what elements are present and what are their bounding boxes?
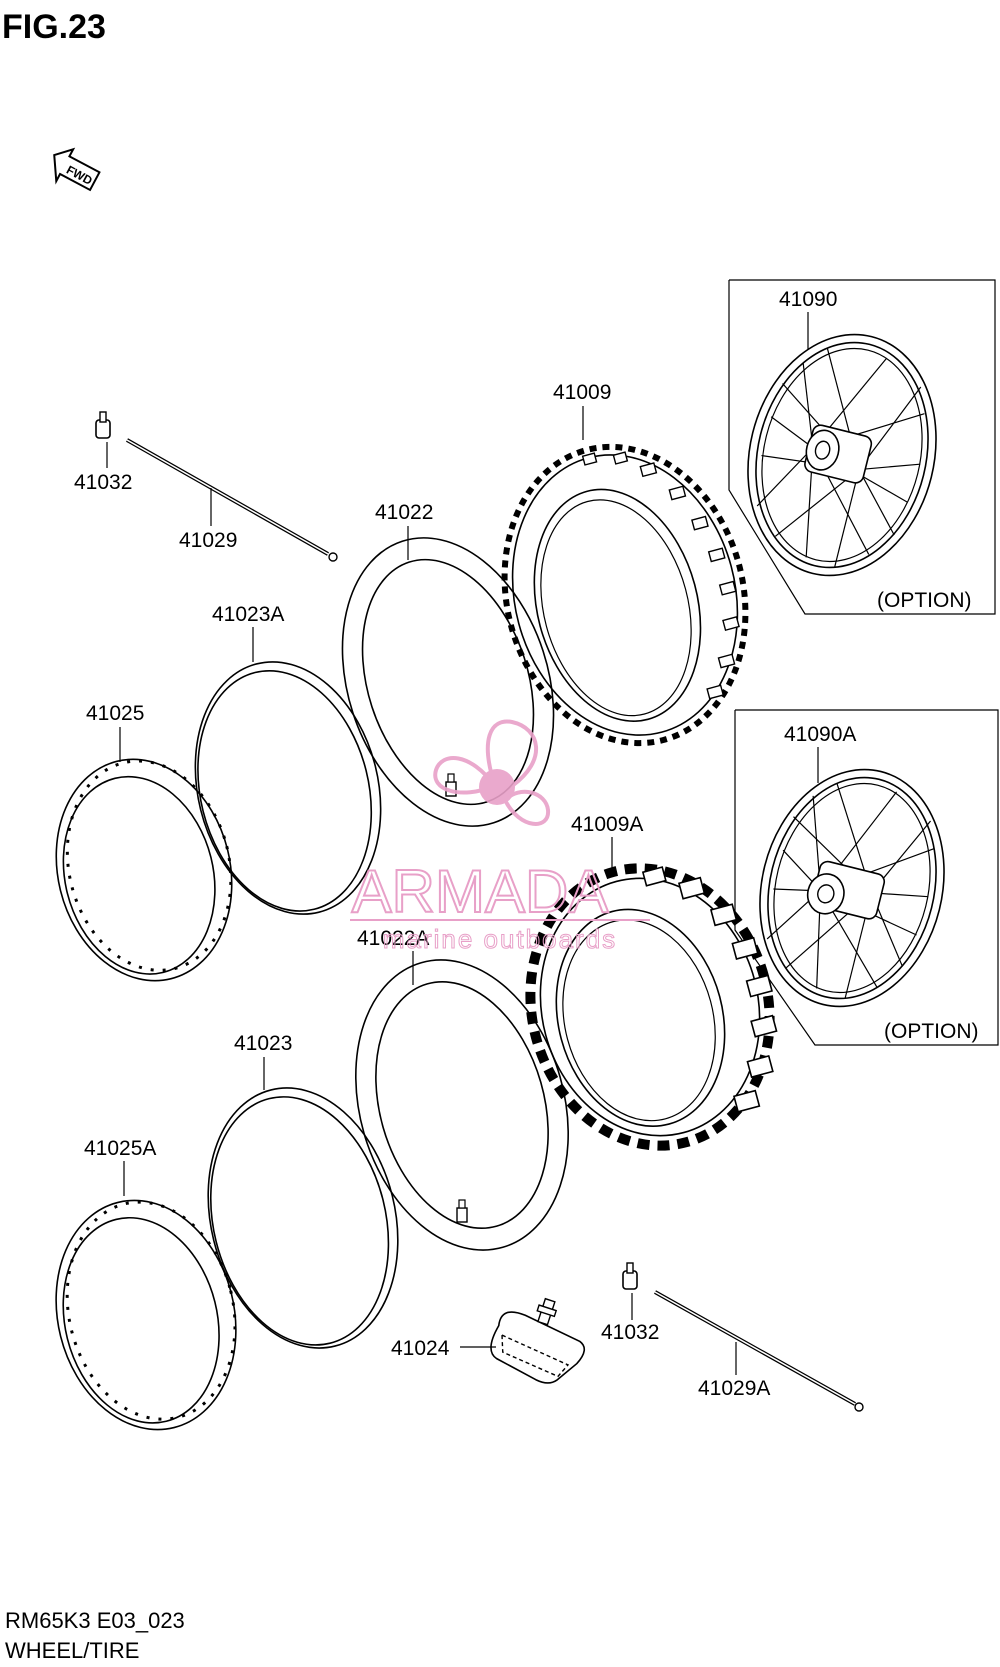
wheel-41090A — [759, 768, 945, 1008]
tire-41009A — [525, 863, 778, 1151]
figure-title: FIG.23 — [2, 8, 106, 46]
rimlock-41024 — [490, 1297, 585, 1384]
rim-41025 — [55, 758, 233, 982]
label-41023A: 41023A — [212, 603, 284, 626]
label-41023: 41023 — [234, 1032, 292, 1055]
rimband-41023A — [194, 661, 382, 915]
label-41090: 41090 — [779, 288, 837, 311]
tube-41022A — [355, 959, 569, 1251]
label-41032-top: 41032 — [74, 471, 132, 494]
label-41025A: 41025A — [84, 1137, 156, 1160]
wheel-41090 — [747, 333, 937, 577]
spoke-41029 — [126, 438, 338, 562]
spoke-41029A — [654, 1290, 864, 1412]
watermark-brand: ARMADA — [352, 858, 609, 925]
option-box-bottom — [734, 709, 999, 1046]
label-41022: 41022 — [375, 501, 433, 524]
rim-41025A — [55, 1199, 237, 1431]
valve-41032-top — [95, 411, 111, 439]
watermark-tagline: marine outboards — [383, 924, 617, 954]
fwd-arrow-icon: FWD — [53, 147, 101, 192]
tire-41009 — [501, 443, 749, 747]
figure-name: WHEEL/TIRE — [5, 1638, 139, 1663]
rimband-41023 — [207, 1087, 399, 1349]
figure-code: RM65K3 E03_023 — [5, 1608, 185, 1633]
watermark-logo — [433, 719, 551, 826]
label-41009A: 41009A — [571, 813, 643, 836]
option-bottom-label: (OPTION) — [884, 1020, 979, 1043]
option-box-top — [728, 279, 996, 615]
option-top-label: (OPTION) — [877, 589, 972, 612]
label-41009: 41009 — [553, 381, 611, 404]
label-41022A: 41022A — [357, 927, 429, 950]
label-41029: 41029 — [179, 529, 237, 552]
label-41029A: 41029A — [698, 1377, 770, 1400]
valve-41032-bottom — [622, 1262, 638, 1290]
label-41090A: 41090A — [784, 723, 856, 746]
label-41032-bottom: 41032 — [601, 1321, 659, 1344]
label-41025: 41025 — [86, 702, 144, 725]
label-41024: 41024 — [391, 1337, 450, 1360]
tube-valve-41022A — [456, 1199, 468, 1223]
